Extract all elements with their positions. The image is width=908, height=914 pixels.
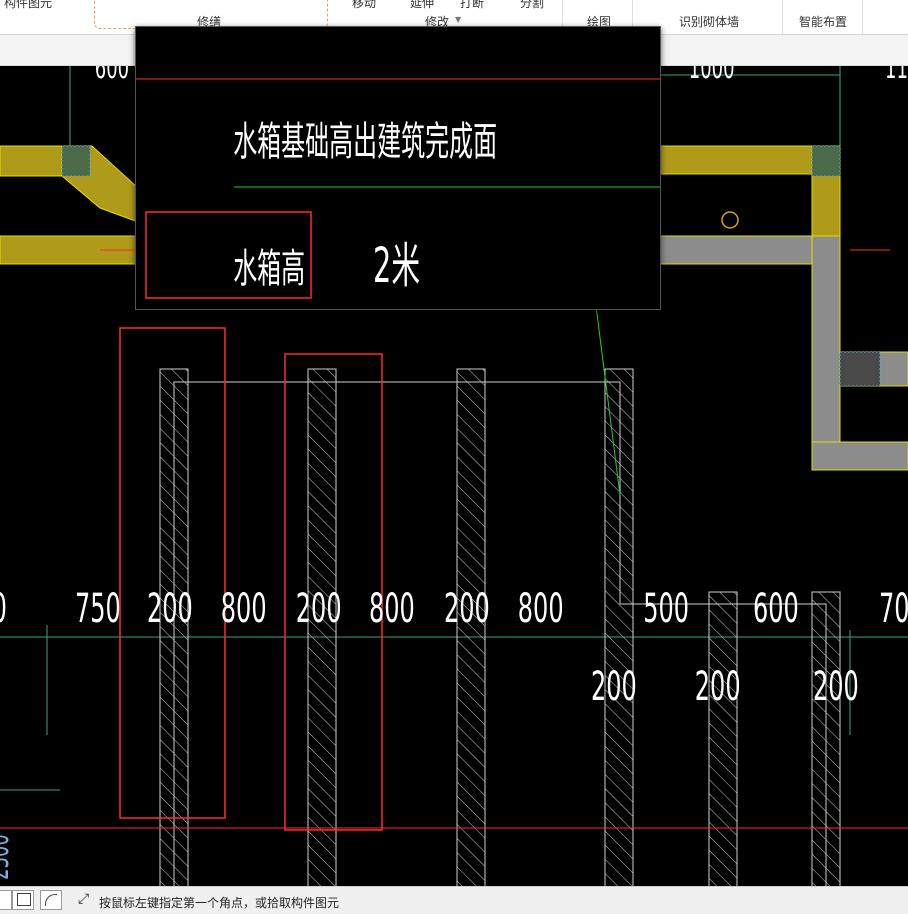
chevron-down-icon[interactable]: ▼ bbox=[455, 15, 462, 24]
ribbon-group-modify[interactable]: 修改 bbox=[425, 15, 450, 29]
dim-text: 750 bbox=[75, 584, 121, 631]
ribbon-separator bbox=[562, 0, 563, 34]
extend-button[interactable]: 延伸 bbox=[410, 0, 435, 10]
arc-button[interactable] bbox=[40, 890, 62, 910]
ribbon-separator bbox=[632, 0, 633, 34]
highlight-box-middle bbox=[284, 353, 383, 831]
dimension-row-1: 0 750 200 800 200 800 200 800 500 600 70 bbox=[0, 584, 908, 631]
popup-value-text: 2米 bbox=[373, 238, 420, 294]
foundation-strips bbox=[159, 368, 841, 886]
axis-lines bbox=[0, 66, 908, 791]
status-button[interactable] bbox=[0, 890, 12, 910]
snap-button[interactable] bbox=[12, 890, 34, 910]
split-button[interactable]: 分割 bbox=[520, 0, 545, 10]
ribbon-group-smart-layout[interactable]: 智能布置 bbox=[799, 15, 848, 29]
resize-arrow-icon: ⤢ bbox=[78, 891, 90, 907]
ribbon-group-identify-masonry-wall[interactable]: 识别砌体墙 bbox=[679, 15, 740, 29]
popup-highlight-box bbox=[145, 211, 312, 299]
dim-text: 0 bbox=[0, 584, 7, 631]
move-button[interactable]: 移动 bbox=[352, 0, 377, 10]
wall-left bbox=[0, 145, 139, 265]
top-partial-dims: 600 1000 11 bbox=[95, 66, 908, 85]
dim-text: 800 bbox=[518, 584, 564, 631]
status-bar: ⤢ 按鼠标左键指定第一个角点，或拾取构件图元 bbox=[0, 886, 908, 914]
wall-right bbox=[658, 145, 908, 471]
dim-text: 70 bbox=[879, 584, 908, 631]
dim-text: 600 bbox=[95, 66, 129, 85]
dim-text: 200 bbox=[813, 662, 859, 709]
drawing-canvas[interactable]: 0 750 200 800 200 800 200 800 500 600 70… bbox=[0, 66, 908, 886]
frame-icon bbox=[17, 893, 31, 906]
dim-text: 200 bbox=[591, 662, 637, 709]
dim-text: 1000 bbox=[689, 66, 735, 85]
break-button[interactable]: 打断 bbox=[460, 0, 485, 10]
dim-text: 200 bbox=[695, 662, 741, 709]
dim-text-vertical: 2300 bbox=[0, 834, 15, 880]
popup-title-text: 水箱基础高出建筑完成面 bbox=[233, 117, 497, 164]
dim-text: 200 bbox=[296, 584, 342, 631]
dim-text: 200 bbox=[147, 584, 193, 631]
ribbon-separator bbox=[862, 0, 863, 34]
popup-content: 水箱基础高出建筑完成面 水箱高 2米 bbox=[136, 78, 660, 299]
ribbon-group-draw[interactable]: 绘图 bbox=[587, 15, 612, 29]
popup-label-text: 水箱高 bbox=[233, 244, 305, 291]
dim-text: 800 bbox=[369, 584, 415, 631]
highlight-box-left bbox=[119, 327, 226, 819]
dim-text: 600 bbox=[753, 584, 799, 631]
text-preview-popup: 水箱基础高出建筑完成面 水箱高 2米 bbox=[135, 26, 661, 310]
ribbon-group-repair[interactable]: 修缮 bbox=[197, 15, 222, 29]
status-hint-text: 按鼠标左键指定第一个角点，或拾取构件图元 bbox=[99, 896, 340, 910]
dim-text: 500 bbox=[643, 584, 689, 631]
dim-text: 800 bbox=[221, 584, 267, 631]
dim-text: 11 bbox=[885, 66, 908, 85]
dim-text: 200 bbox=[444, 584, 490, 631]
ribbon-separator bbox=[782, 0, 783, 34]
arc-icon bbox=[45, 894, 57, 906]
leader-line bbox=[595, 305, 621, 496]
ribbon-partial-item[interactable]: 构件图元 bbox=[4, 0, 53, 10]
dimension-row-2: 200 200 200 bbox=[591, 662, 859, 709]
drain-circle-icon bbox=[721, 211, 739, 229]
